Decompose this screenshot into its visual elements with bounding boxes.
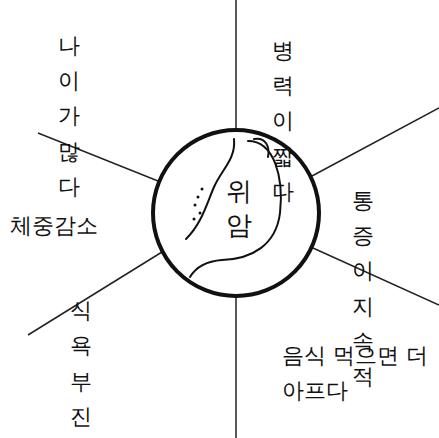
divider-line: [235, 297, 237, 438]
stomach-dot: [199, 212, 202, 215]
stomach-dot: [193, 218, 196, 221]
sector-label: 음식 먹으면 더 아프다: [282, 338, 434, 408]
node-text: 위 암: [226, 175, 252, 243]
stomach-outline: [254, 139, 268, 157]
divider-line: [312, 108, 439, 176]
stomach-dot: [197, 196, 200, 199]
divider-line: [235, 0, 237, 129]
stomach-dot: [194, 204, 197, 207]
sector-label: 식욕부진: [70, 293, 92, 434]
circle-outline: [153, 130, 319, 296]
sector-label: 체중감소: [10, 208, 98, 243]
stomach-dot: [201, 188, 204, 191]
stomach-outline: [190, 141, 281, 277]
divider-line: [28, 252, 162, 335]
sector-label: 나이가 많다: [58, 28, 80, 204]
divider-line: [38, 133, 158, 181]
sector-label: 병력이 짧다: [272, 33, 294, 209]
circle-node: 위 암: [150, 127, 322, 299]
divider-line: [313, 248, 439, 305]
